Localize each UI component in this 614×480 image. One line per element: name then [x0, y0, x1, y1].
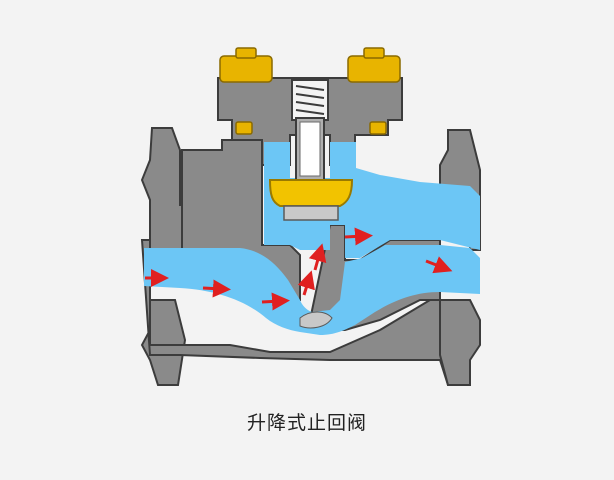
- disc-stem: [295, 117, 325, 181]
- diagram-caption: 升降式止回阀: [246, 412, 367, 434]
- flow-arrow-icon: [202, 279, 231, 298]
- flow-arrow-icon: [297, 270, 315, 296]
- bonnet-bolts: [219, 47, 401, 135]
- spring: [291, 79, 329, 121]
- flow-arrow-icon: [308, 243, 327, 271]
- valve-seat: [299, 311, 333, 329]
- flow-arrows: [145, 227, 453, 311]
- flow-arrow-icon: [344, 227, 373, 246]
- flow-arrow-icon: [425, 256, 453, 274]
- fluid-flow: [144, 142, 480, 335]
- left-nut-icon: [219, 55, 273, 83]
- right-nut-icon: [347, 55, 401, 83]
- flow-arrow-icon: [261, 292, 290, 311]
- valve-disc: [268, 179, 354, 221]
